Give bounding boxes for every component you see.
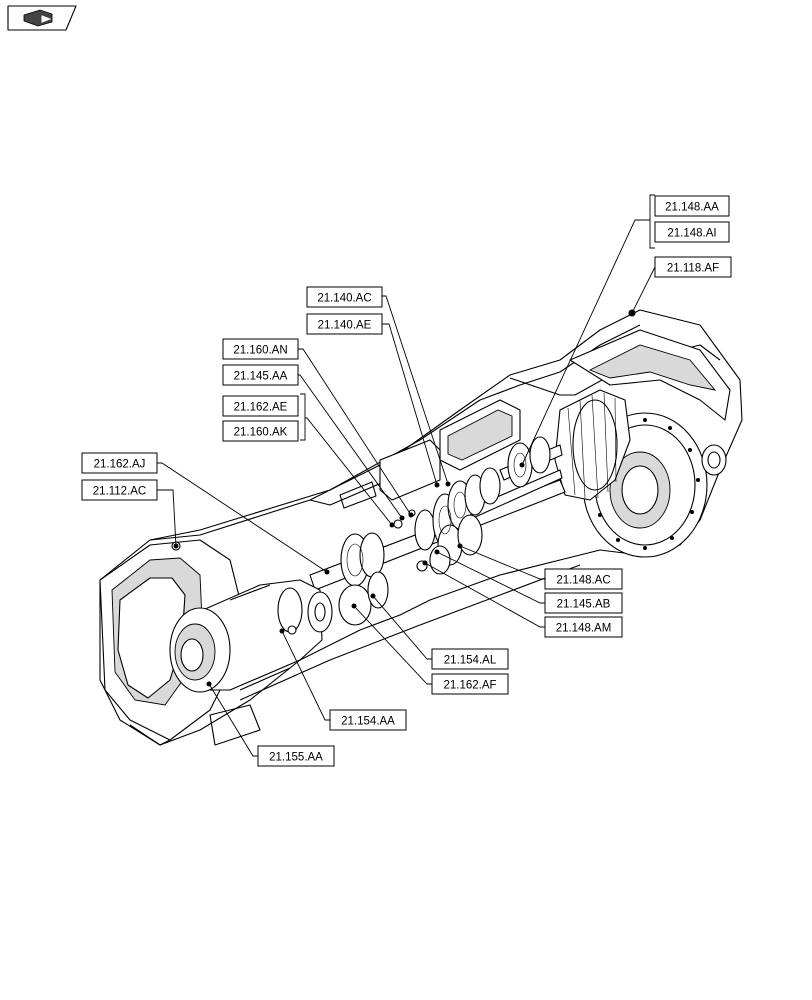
svg-text:21.160.AN: 21.160.AN bbox=[233, 345, 287, 357]
svg-text:21.148.AA: 21.148.AA bbox=[665, 202, 719, 214]
svg-text:21.154.AL: 21.154.AL bbox=[444, 655, 497, 667]
callout-21-155-aa[interactable]: 21.155.AA bbox=[257, 745, 335, 767]
svg-text:21.145.AA: 21.145.AA bbox=[234, 371, 288, 383]
callout-21-154-aa[interactable]: 21.154.AA bbox=[329, 709, 407, 731]
svg-text:21.112.AC: 21.112.AC bbox=[93, 486, 147, 498]
svg-text:21.140.AC: 21.140.AC bbox=[317, 293, 371, 305]
svg-text:21.155.AA: 21.155.AA bbox=[269, 752, 323, 764]
callout-21-160-an[interactable]: 21.160.AN bbox=[222, 338, 299, 360]
callout-21-112-ac[interactable]: 21.112.AC bbox=[81, 479, 158, 501]
callout-21-154-al[interactable]: 21.154.AL bbox=[431, 648, 509, 670]
svg-text:21.154.AA: 21.154.AA bbox=[341, 716, 395, 728]
callout-21-145-aa[interactable]: 21.145.AA bbox=[222, 364, 299, 386]
svg-text:21.145.AB: 21.145.AB bbox=[557, 599, 611, 611]
callout-21-162-aj[interactable]: 21.162.AJ bbox=[81, 452, 158, 474]
svg-text:21.140.AE: 21.140.AE bbox=[318, 320, 372, 332]
svg-text:21.148.AC: 21.148.AC bbox=[556, 575, 610, 587]
callout-21-145-ab[interactable]: 21.145.AB bbox=[544, 592, 623, 614]
callout-21-140-ac[interactable]: 21.140.AC bbox=[306, 286, 383, 308]
leader-lines bbox=[157, 194, 656, 757]
book-arrow-icon[interactable] bbox=[7, 5, 77, 31]
callout-21-148-aa[interactable]: 21.148.AA bbox=[654, 195, 730, 217]
svg-text:21.118.AF: 21.118.AF bbox=[667, 263, 719, 275]
callout-21-160-ak[interactable]: 21.160.AK bbox=[222, 420, 299, 442]
callout-21-162-af[interactable]: 21.162.AF bbox=[431, 673, 509, 695]
callout-21-162-ae[interactable]: 21.162.AE bbox=[222, 395, 299, 417]
svg-text:21.162.AF: 21.162.AF bbox=[443, 680, 496, 692]
svg-text:21.160.AK: 21.160.AK bbox=[234, 427, 288, 439]
callout-21-148-ac[interactable]: 21.148.AC bbox=[544, 568, 623, 590]
svg-text:21.148.AI: 21.148.AI bbox=[667, 228, 716, 240]
svg-text:21.162.AE: 21.162.AE bbox=[234, 402, 288, 414]
housing-drawing bbox=[99, 309, 743, 746]
callout-21-148-ai[interactable]: 21.148.AI bbox=[654, 221, 730, 243]
svg-text:21.162.AJ: 21.162.AJ bbox=[94, 459, 146, 471]
callout-21-118-af[interactable]: 21.118.AF bbox=[654, 256, 732, 278]
callout-21-140-ae[interactable]: 21.140.AE bbox=[306, 313, 383, 335]
callout-21-148-am[interactable]: 21.148.AM bbox=[544, 616, 623, 638]
svg-text:21.148.AM: 21.148.AM bbox=[556, 623, 612, 635]
